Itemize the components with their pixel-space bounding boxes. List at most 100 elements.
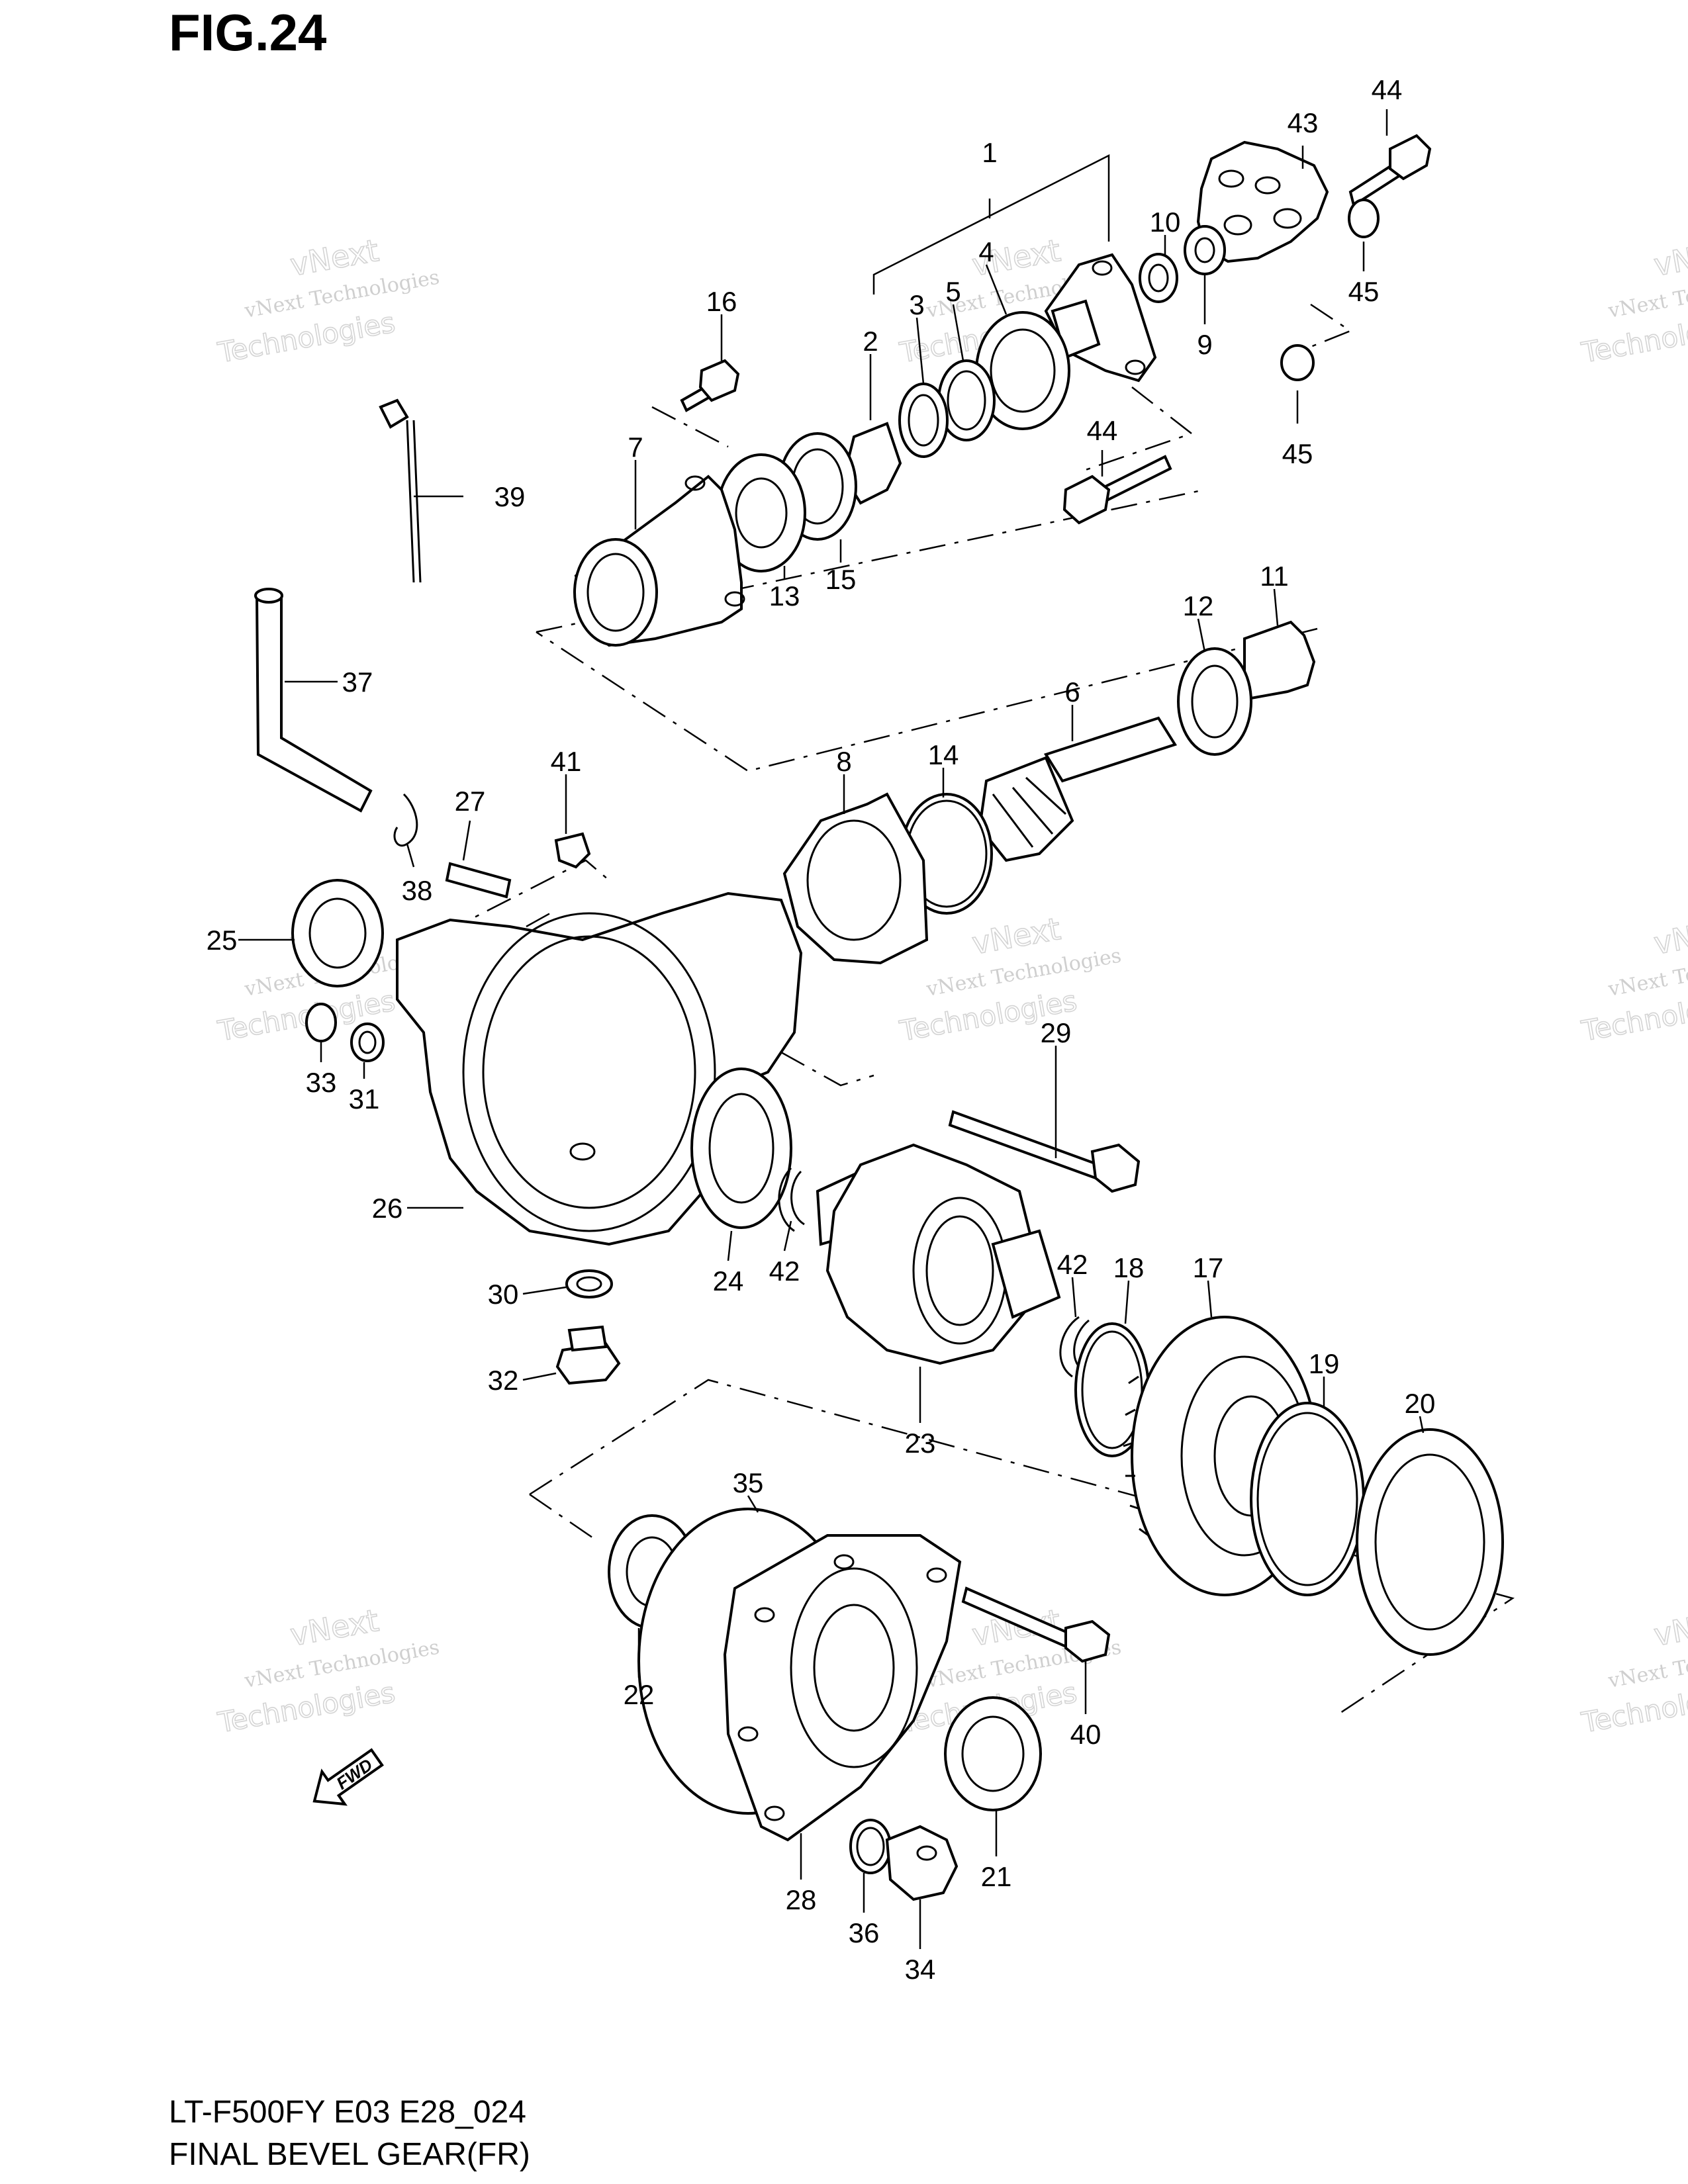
part-31-washer: [350, 1023, 385, 1062]
part-16-bolt: [680, 359, 740, 412]
part-12-bearing: [1177, 647, 1252, 756]
callout-4: 4: [978, 236, 994, 267]
callout-39: 39: [494, 481, 526, 512]
part-25-oil-seal: [291, 879, 384, 987]
part-32-plug: [555, 1325, 621, 1385]
callout-34: 34: [905, 1954, 936, 1985]
part-43-coupling: [1196, 140, 1329, 263]
part-42-circlip-left: [778, 1167, 805, 1232]
watermark-text: Technologies: [215, 306, 397, 369]
watermark-text: vNext: [1651, 911, 1688, 962]
callout-29: 29: [1041, 1017, 1072, 1048]
callout-28: 28: [786, 1884, 817, 1915]
callout-45-lower: 45: [1282, 438, 1313, 469]
callout-23: 23: [905, 1428, 936, 1459]
callout-24: 24: [713, 1265, 744, 1297]
part-45-nut-upper: [1348, 199, 1380, 238]
part-33-washer: [305, 1003, 337, 1042]
part-29-bolt: [948, 1110, 1141, 1193]
callout-31: 31: [349, 1083, 380, 1115]
callout-44-mid: 44: [1087, 415, 1118, 446]
watermark-text: vNext: [287, 232, 381, 283]
callout-5: 5: [945, 276, 961, 307]
callout-13: 13: [769, 580, 800, 612]
part-39-breather-clip: [379, 398, 422, 583]
part-8-gasket: [782, 792, 929, 965]
callout-7: 7: [628, 432, 643, 463]
watermark-text: vNext: [1651, 232, 1688, 283]
watermark: vNext vNext Technologies Technologies: [1578, 1602, 1688, 1739]
model-code-caption: LT-F500FY E03 E28_024: [169, 2095, 526, 2130]
part-41-nut: [554, 832, 591, 869]
part-9-nut: [1184, 225, 1226, 275]
callout-14: 14: [928, 739, 959, 770]
callout-25: 25: [207, 925, 238, 956]
watermark: vNext vNext Technologies Technologies: [214, 1602, 441, 1739]
callout-16: 16: [706, 286, 737, 317]
callout-30: 30: [488, 1279, 519, 1310]
callout-37: 37: [342, 666, 373, 698]
callout-33: 33: [306, 1067, 337, 1098]
watermark: vNext vNext Technologies Technologies: [1578, 232, 1688, 369]
pinion-axis-line: [651, 303, 1352, 471]
fwd-direction-badge: FWD: [312, 1748, 384, 1806]
callout-32: 32: [488, 1365, 519, 1396]
part-24-bearing: [690, 1068, 792, 1229]
watermark: vNext vNext Technologies Technologies: [214, 232, 441, 369]
callout-35: 35: [733, 1467, 764, 1498]
callout-41: 41: [551, 746, 582, 777]
callout-42-right: 42: [1057, 1249, 1088, 1280]
callout-26: 26: [372, 1193, 403, 1224]
part-30-washer: [565, 1269, 613, 1298]
part-21-oil-seal: [944, 1696, 1042, 1811]
callout-8: 8: [836, 746, 851, 777]
callout-44-top: 44: [1372, 74, 1403, 105]
part-23-differential: [816, 1143, 1061, 1365]
part-6-pinion-gear: [978, 716, 1178, 862]
assembly-name-caption: FINAL BEVEL GEAR(FR): [169, 2137, 530, 2172]
watermark-text: vNext: [1651, 1602, 1688, 1653]
callout-36: 36: [849, 1917, 880, 1948]
watermark-text: vNext: [287, 1602, 381, 1653]
part-44-bolt-mid: [1062, 455, 1172, 525]
part-27-pin: [445, 862, 512, 899]
part-34-plug: [885, 1825, 959, 1901]
callout-22: 22: [624, 1679, 655, 1710]
callout-11: 11: [1260, 561, 1289, 592]
callout-20: 20: [1405, 1388, 1436, 1419]
callout-6: 6: [1064, 676, 1080, 707]
callout-15: 15: [825, 564, 857, 595]
part-28-cover: [723, 1534, 962, 1842]
part-19-o-ring: [1250, 1402, 1365, 1596]
part-10-washer: [1139, 253, 1178, 303]
leader-lines: [238, 109, 1425, 1949]
watermark-text: Technologies: [215, 1676, 397, 1739]
callout-40: 40: [1070, 1719, 1102, 1750]
callout-27: 27: [455, 786, 486, 817]
part-40-bolt: [961, 1586, 1111, 1663]
callout-42-left: 42: [769, 1255, 800, 1287]
watermark-text: vNext: [969, 911, 1063, 962]
callout-3: 3: [909, 289, 924, 320]
case-guide-line: [443, 859, 874, 1087]
callout-17: 17: [1193, 1252, 1224, 1283]
callout-1: 1: [982, 137, 997, 168]
watermark: vNext vNext Technologies Technologies: [1578, 910, 1688, 1048]
part-11-sleeve: [1243, 620, 1316, 700]
group-1-bracket: [872, 154, 1110, 295]
callout-45-upper: 45: [1348, 276, 1380, 307]
part-45-nut-lower: [1280, 344, 1315, 381]
part-38-clip: [393, 793, 418, 846]
callout-38: 38: [402, 875, 433, 906]
callout-labels: 1 2 3 4 5 6 7 8 9 10 11 12 13 14 15 16 1…: [207, 74, 1436, 1985]
part-37-breather-hose: [254, 588, 373, 813]
callout-21: 21: [981, 1861, 1012, 1892]
callout-43: 43: [1288, 107, 1319, 138]
part-7-pinion-housing: [573, 475, 745, 647]
figure-title: FIG.24: [169, 3, 327, 62]
callout-9: 9: [1197, 329, 1212, 360]
part-20-bearing: [1356, 1428, 1504, 1656]
callout-2: 2: [863, 326, 878, 357]
